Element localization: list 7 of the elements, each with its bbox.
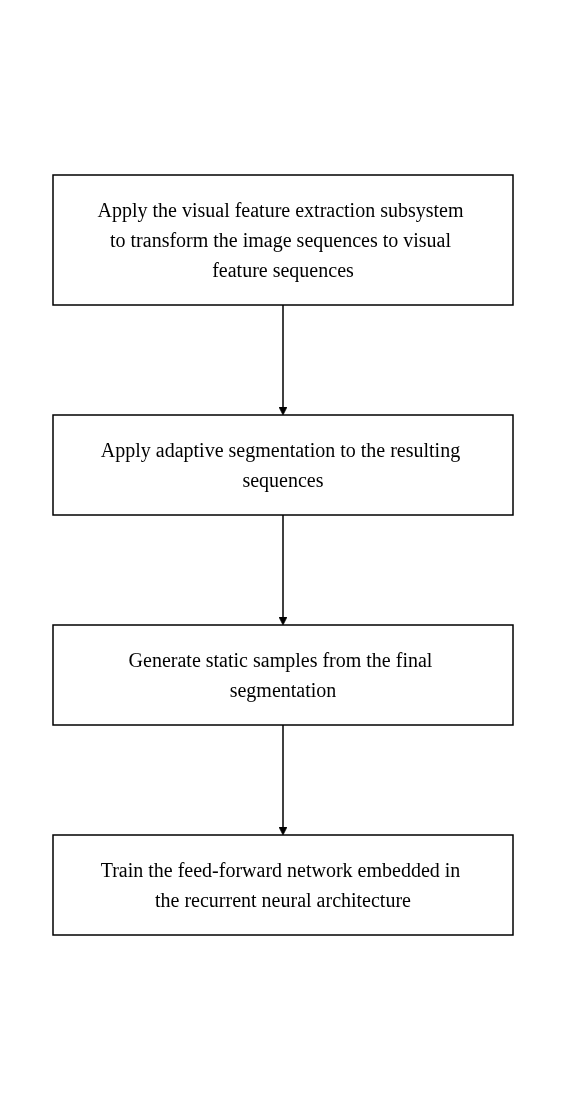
node-box: Generate static samples from the final segmentation	[51, 623, 514, 726]
node-box: Apply the visual feature extraction subsystem to transform the image sequences to visual feature sequences	[51, 173, 514, 306]
arrow	[278, 303, 287, 415]
node-box: Apply adaptive segmentation to the resulting sequences	[51, 413, 514, 516]
node-box: Train the feed-forward network embedded in the recurrent neural architecture	[51, 833, 514, 936]
arrow	[278, 723, 287, 835]
arrow	[278, 513, 287, 625]
